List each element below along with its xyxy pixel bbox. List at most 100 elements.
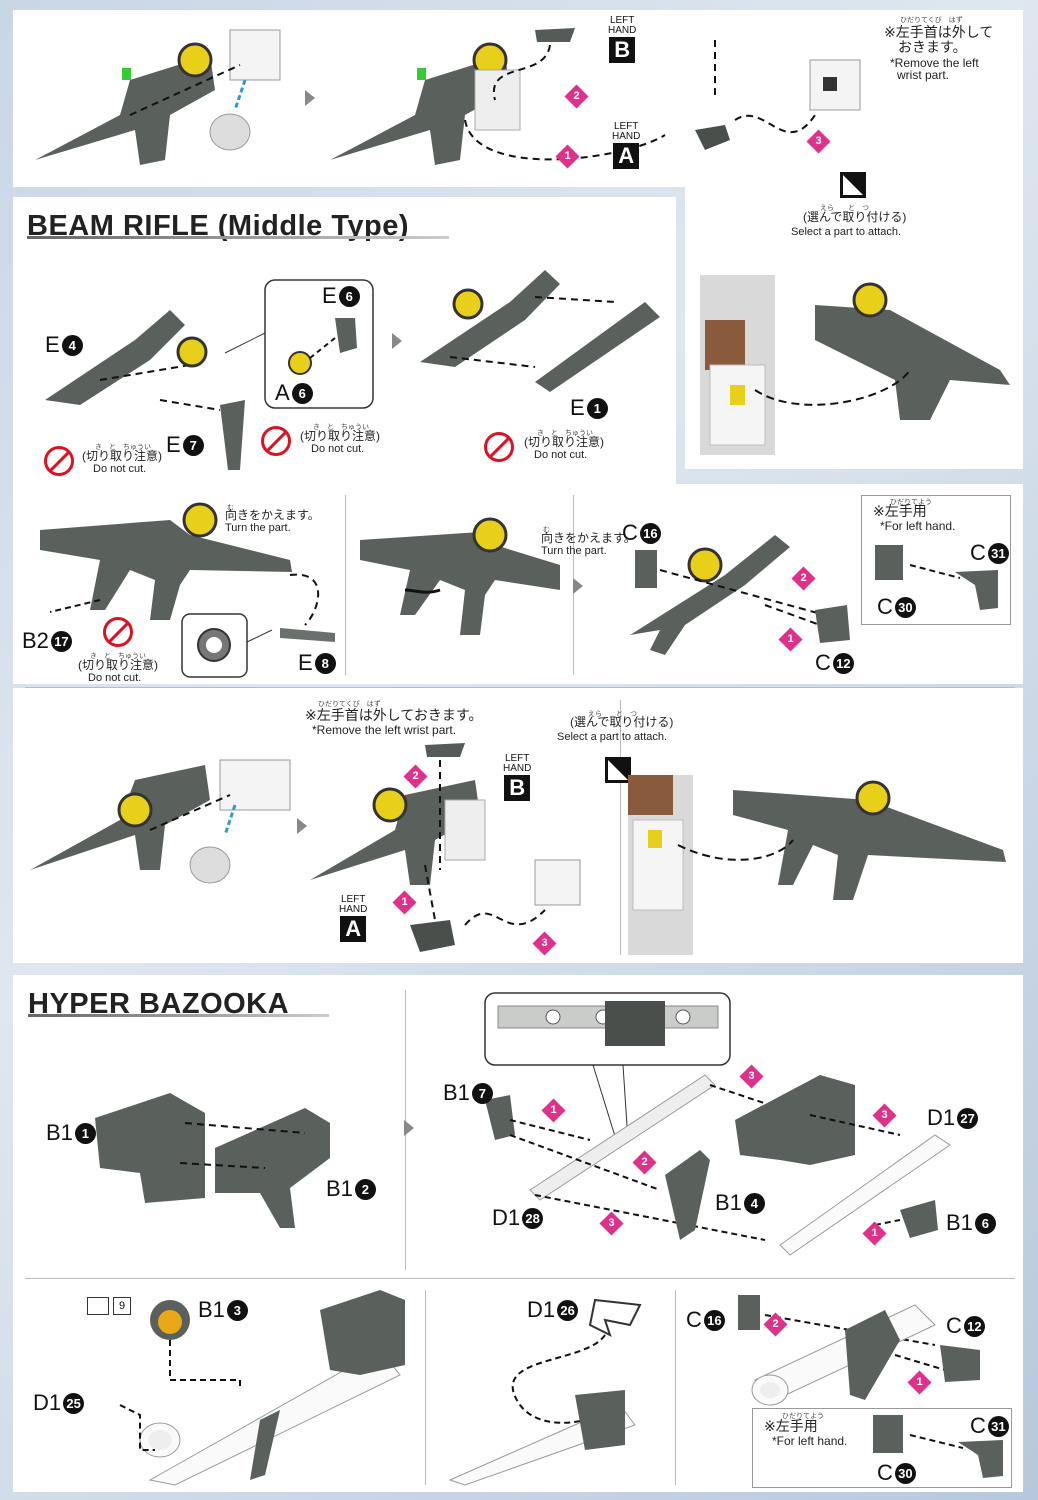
bazooka-step-badge-3c: 3 (599, 1211, 624, 1236)
nocut-icon (103, 617, 133, 647)
nocut-ruby-2: き と ちゅうい (313, 424, 369, 431)
beam-rifle-step1-illustration (45, 310, 245, 470)
beam3-select-part-icon (605, 757, 631, 783)
beam3-left-hand-b: LEFT HAND B (503, 753, 532, 801)
e8-detail-callout (181, 613, 273, 678)
bazooka-step-badge-3a: 3 (739, 1064, 764, 1089)
bazooka-step-badge-3b: 3 (872, 1103, 897, 1128)
nocut-ruby-4: き と ちゅうい (90, 653, 146, 660)
top-note-en1: *Remove the left (890, 56, 979, 70)
nocut-icon (484, 432, 514, 462)
bazooka-step-badge-1b: 1 (862, 1221, 887, 1246)
nocut-jp-2: (切り取り注意) (300, 429, 380, 443)
bazooka-step-badge-2: 2 (632, 1150, 657, 1175)
top-rifle-illustration-1 (35, 29, 281, 165)
divider (425, 1290, 426, 1485)
bazooka-assembly-illustration (485, 1074, 951, 1256)
top-note-ruby: ひだりてくび はず (900, 17, 963, 24)
nocut-ruby-1: き と ちゅうい (95, 444, 151, 451)
left-hand-ruby: ひだりてよう (890, 499, 932, 506)
bazooka-barrel-illustration-1 (119, 1290, 405, 1486)
turn-ruby-1: む (227, 505, 234, 512)
beam-rifle-turn-illustration-1 (40, 502, 335, 642)
left-hand-parts (875, 545, 998, 610)
beam3-note-jp: ※左手首は外しておきます。 (305, 707, 483, 723)
top-left-hand-a: LEFT HAND A (612, 121, 641, 169)
bazooka-step-arrow (404, 1120, 414, 1136)
left-hand-jp: ※左手用 (873, 503, 927, 519)
bazooka-left-en: *For left hand. (772, 1434, 848, 1448)
beam2-step-arrow (573, 578, 583, 594)
top-note-jp1: ※左手首は外して (884, 24, 994, 40)
top-step-arrow (305, 90, 315, 106)
left-hand-en: *For left hand. (880, 519, 956, 533)
sticker-number: 9 (113, 1297, 131, 1315)
nocut-ruby-3: き と ちゅうい (537, 430, 593, 437)
top-rifle-illustration-2 (330, 28, 816, 165)
turn-jp-2: 向きをかえます。 (541, 531, 636, 545)
top-note-jp2: おきます。 (898, 39, 967, 55)
bazooka-rail-callout (484, 992, 731, 1147)
nocut-icon (44, 446, 74, 476)
turn-en-2: Turn the part. (541, 545, 607, 557)
beam-step-arrow (392, 333, 402, 349)
bazooka-grip-illustration (95, 1093, 330, 1228)
beam3-step-badge-1: 1 (392, 890, 417, 915)
nocut-jp-4: (切り取り注意) (78, 658, 158, 672)
turn-ruby-2: む (543, 527, 550, 534)
beam3-left-hand-a: LEFT HAND A (339, 894, 368, 942)
beam2-step-badge-2: 2 (791, 566, 816, 591)
beam3-step-badge-2: 2 (403, 764, 428, 789)
beam-rifle-hand-illustration (630, 535, 850, 655)
turn-jp-1: 向きをかえます。 (225, 508, 320, 522)
divider (25, 1278, 1015, 1279)
beam3-step-arrow (297, 818, 307, 834)
divider (620, 700, 621, 955)
turn-en-1: Turn the part. (225, 522, 291, 534)
top-step-badge-3: 3 (806, 129, 831, 154)
bazooka-title: HYPER BAZOOKA (28, 988, 330, 1020)
beam3-note-en: *Remove the left wrist part. (312, 723, 457, 737)
nocut-jp-3: (切り取り注意) (524, 435, 604, 449)
beam3-select-en: Select a part to attach. (557, 731, 668, 743)
robot-holding-rifle-illustration (700, 275, 1010, 455)
beam2-step-badge-1: 1 (778, 627, 803, 652)
select-jp: (選んで取り付ける) (803, 210, 907, 224)
bazooka-step-badge-1: 1 (541, 1098, 566, 1123)
bazooka-left-jp: ※左手用 (764, 1418, 818, 1434)
beam-rifle-step2-illustration (420, 270, 660, 392)
bazooka-sight-illustration (448, 1298, 642, 1486)
nocut-icon (261, 426, 291, 456)
beam-rifle-callout-box (224, 279, 374, 409)
nocut-en-4: Do not cut. (88, 672, 142, 684)
divider (25, 687, 1015, 688)
top-step-badge-1: 1 (555, 144, 580, 169)
select-part-icon (840, 172, 866, 198)
bazooka-hand-illustration (738, 1295, 980, 1406)
nocut-en-3: Do not cut. (534, 449, 588, 461)
beam3-robot-holding-rifle (628, 775, 1006, 955)
beam3-step-badge-3: 3 (532, 931, 557, 956)
divider (675, 1290, 676, 1485)
